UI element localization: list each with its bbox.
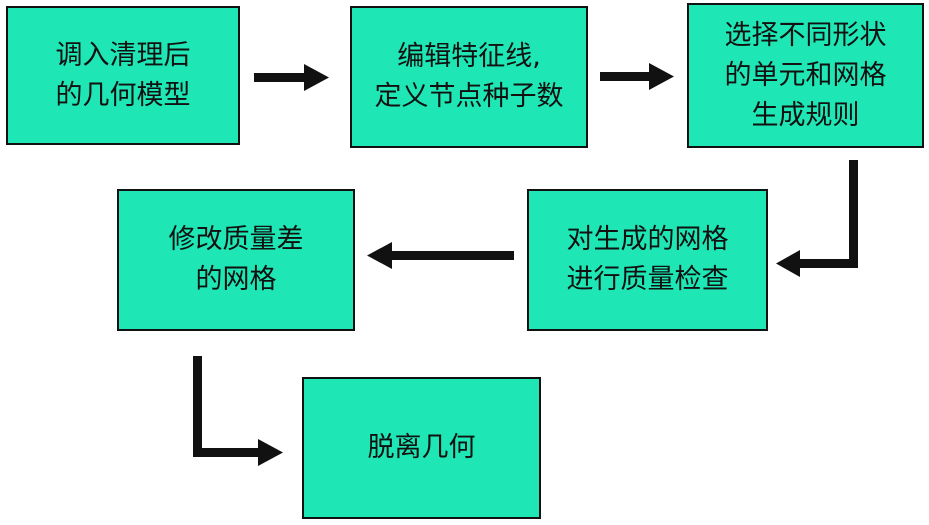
arrow-elbow-left-icon [776, 160, 858, 277]
step-box-load-geometry: 调入清理后 的几何模型 [6, 6, 240, 145]
step-box-fix-poor-mesh: 修改质量差 的网格 [117, 189, 355, 331]
step-label: 编辑特征线, 定义节点种子数 [374, 41, 564, 112]
step-box-edit-feature-lines: 编辑特征线, 定义节点种子数 [350, 6, 588, 148]
step-label: 脱离几何 [367, 432, 476, 463]
step-box-select-element-shapes: 选择不同形状 的单元和网格 生成规则 [687, 3, 924, 148]
step-label: 选择不同形状 的单元和网格 生成规则 [724, 19, 887, 131]
arrow-right-icon [254, 64, 329, 91]
step-label: 对生成的网格 进行质量检查 [566, 224, 729, 295]
step-label: 修改质量差 的网格 [168, 224, 304, 295]
step-box-quality-check: 对生成的网格 进行质量检查 [527, 189, 768, 331]
arrow-elbow-right-icon [193, 356, 283, 466]
arrow-left-icon [367, 242, 514, 269]
step-label: 调入清理后 的几何模型 [55, 39, 191, 111]
step-box-detach-geometry: 脱离几何 [302, 377, 541, 519]
arrow-right-icon [600, 63, 674, 90]
